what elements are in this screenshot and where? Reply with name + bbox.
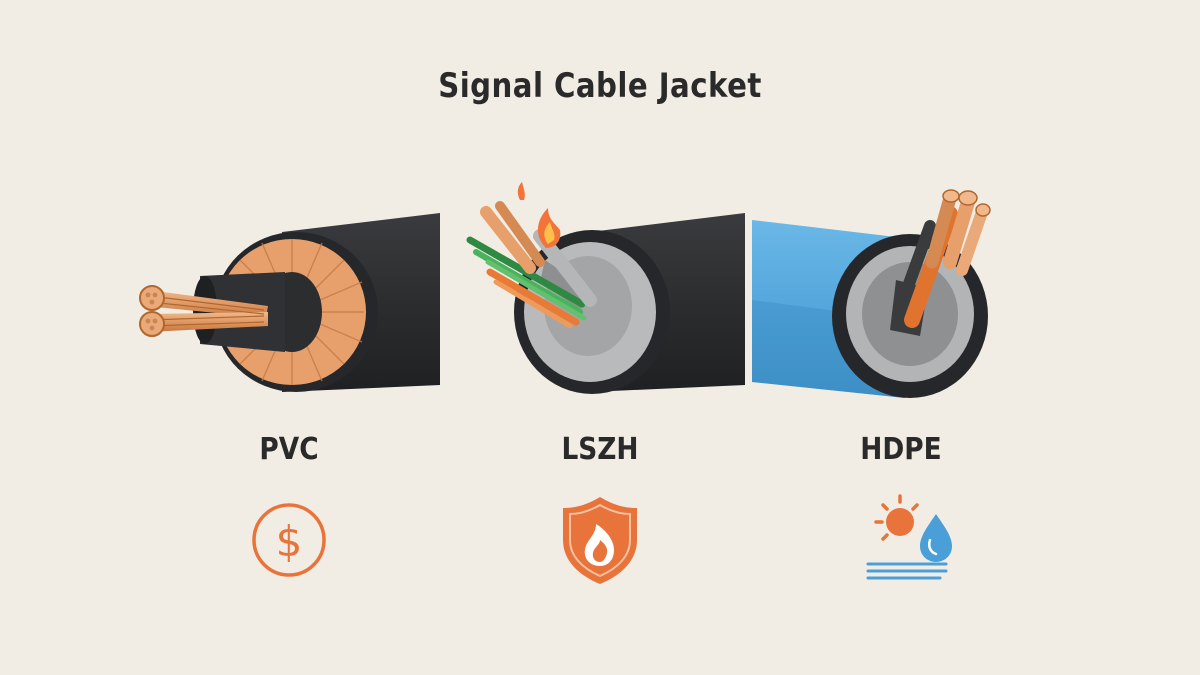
hdpe-label: HDPE [860, 432, 942, 467]
pvc-cable [139, 213, 440, 392]
flame-shield-icon [563, 497, 637, 584]
pvc-label: PVC [259, 432, 319, 467]
sun-water-icon [866, 494, 952, 580]
dollar-icon: $ [252, 503, 326, 577]
lszh-label: LSZH [561, 432, 639, 467]
diagram-title: Signal Cable Jacket [438, 66, 762, 106]
svg-text:$: $ [276, 517, 303, 566]
hdpe-cable [752, 189, 991, 398]
lszh-cable [466, 182, 745, 394]
